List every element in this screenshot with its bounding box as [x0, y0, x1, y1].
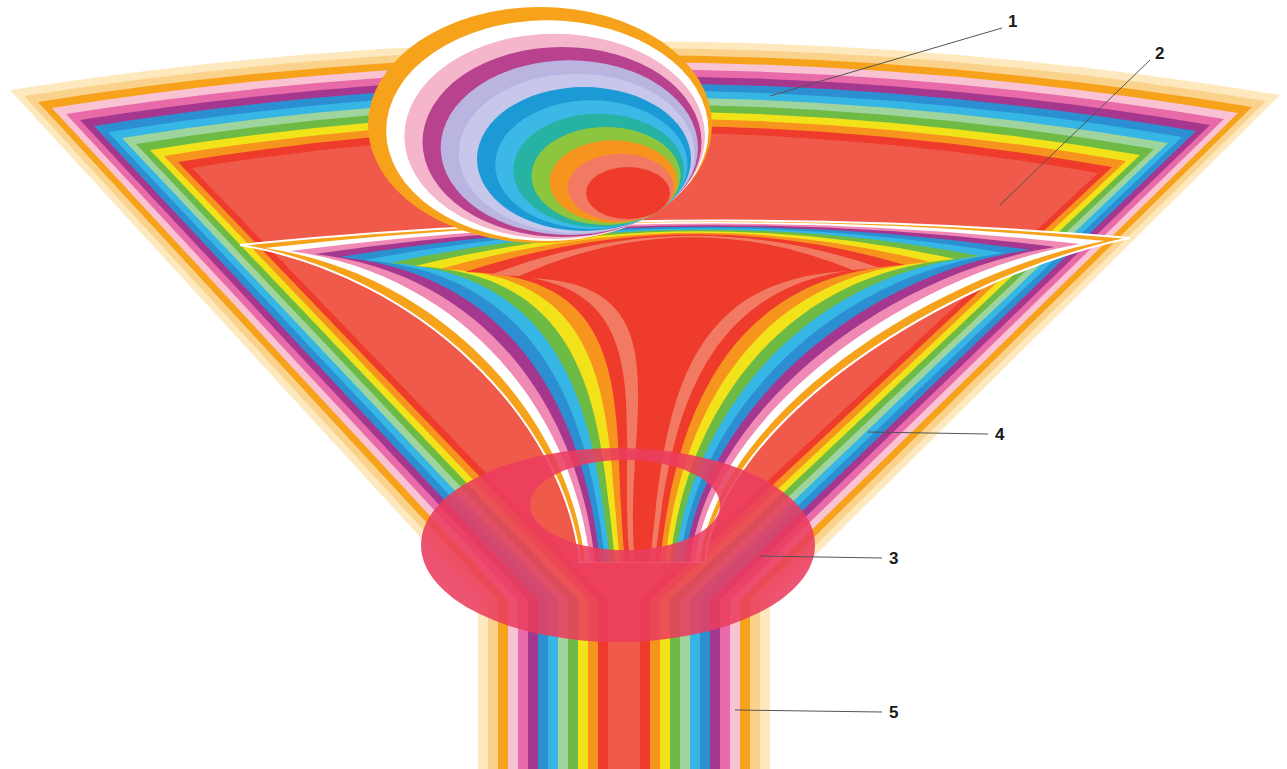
outer-cone: [10, 41, 1280, 769]
callout-number: 5: [886, 703, 901, 722]
top-ring: [477, 87, 691, 231]
funnel-band: [490, 236, 880, 562]
leader-line: [770, 28, 1002, 96]
leader-line: [868, 432, 988, 434]
leader-line: [1000, 60, 1150, 205]
cone-band: [122, 97, 1168, 769]
funnel-band: [240, 221, 1130, 562]
callout-number: 4: [992, 425, 1007, 444]
top-ring: [404, 34, 705, 239]
top-ring: [550, 140, 677, 223]
leader-line: [760, 556, 882, 558]
top-ring: [423, 47, 702, 237]
cone-band: [52, 62, 1238, 769]
cone-band: [150, 111, 1140, 769]
funnel-band: [265, 222, 1105, 562]
callout-number: 2: [1152, 44, 1167, 63]
cone-band: [24, 48, 1266, 769]
cone-band: [38, 55, 1252, 769]
top-ring: [386, 20, 708, 241]
top-ring: [513, 114, 684, 227]
top-ring: [368, 7, 712, 243]
cone-band: [164, 118, 1126, 769]
torus-ring: [421, 448, 815, 642]
top-ring: [459, 74, 695, 233]
callout-number: 1: [1005, 12, 1020, 31]
cone-band: [10, 41, 1280, 769]
cone-band: [66, 69, 1224, 769]
torus-body: [421, 448, 815, 642]
top-ring: [586, 167, 670, 219]
funnel-band: [290, 224, 1080, 562]
cone-band: [80, 76, 1210, 769]
leader-lines: [735, 28, 1150, 712]
top-ring: [532, 127, 681, 225]
callout-number: 3: [886, 549, 901, 568]
inner-funnel: [240, 221, 1130, 562]
top-ring: [441, 60, 698, 235]
cone-band: [94, 83, 1196, 769]
top-ring: [495, 100, 687, 229]
leader-line: [735, 710, 882, 712]
funnel-band: [315, 225, 1055, 562]
cone-band: [108, 90, 1182, 769]
top-ring: [568, 154, 674, 221]
top-rings: [368, 7, 712, 243]
